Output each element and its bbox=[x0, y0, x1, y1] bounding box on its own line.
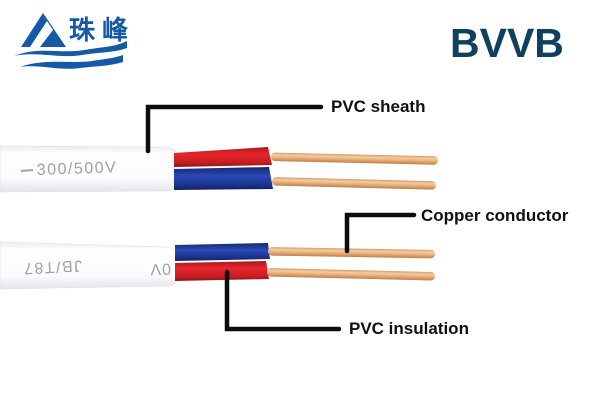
sheath-print-dash bbox=[20, 168, 34, 173]
pvc-insulation-label: PVC insulation bbox=[349, 319, 469, 338]
sheath-print-bottom-standard: JB/T87 bbox=[22, 256, 82, 276]
product-code-title: BVVB bbox=[450, 20, 564, 66]
mountain-icon bbox=[21, 13, 66, 47]
callout-line-insulation bbox=[224, 269, 342, 332]
cable-bottom: JB/T87 0V bbox=[0, 241, 435, 290]
copper-conductor-top-2 bbox=[271, 177, 436, 190]
callout-line-conductor bbox=[344, 212, 417, 254]
wave-icon bbox=[14, 41, 127, 69]
pvc-insulation-red-bottom bbox=[175, 261, 269, 281]
copper-conductor-label: Copper conductor bbox=[421, 206, 569, 225]
pvc-sheath-label: PVC sheath bbox=[331, 97, 426, 116]
copper-conductor-top-1 bbox=[270, 152, 438, 165]
pvc-insulation-blue-bottom bbox=[175, 243, 270, 261]
copper-conductor-bottom-2 bbox=[266, 268, 435, 281]
copper-conductor-bottom-1 bbox=[267, 247, 435, 259]
brand-logo: 珠峰 bbox=[14, 13, 130, 69]
cable-top: 300/500V bbox=[0, 145, 438, 193]
pvc-insulation-red-top bbox=[174, 147, 272, 167]
pvc-insulation-blue-top bbox=[174, 167, 273, 190]
callout-line-sheath bbox=[145, 104, 324, 154]
brand-characters: 珠峰 bbox=[69, 15, 130, 45]
sheath-print-top: 300/500V bbox=[37, 159, 118, 179]
sheath-print-bottom-voltage: 0V bbox=[149, 260, 171, 278]
